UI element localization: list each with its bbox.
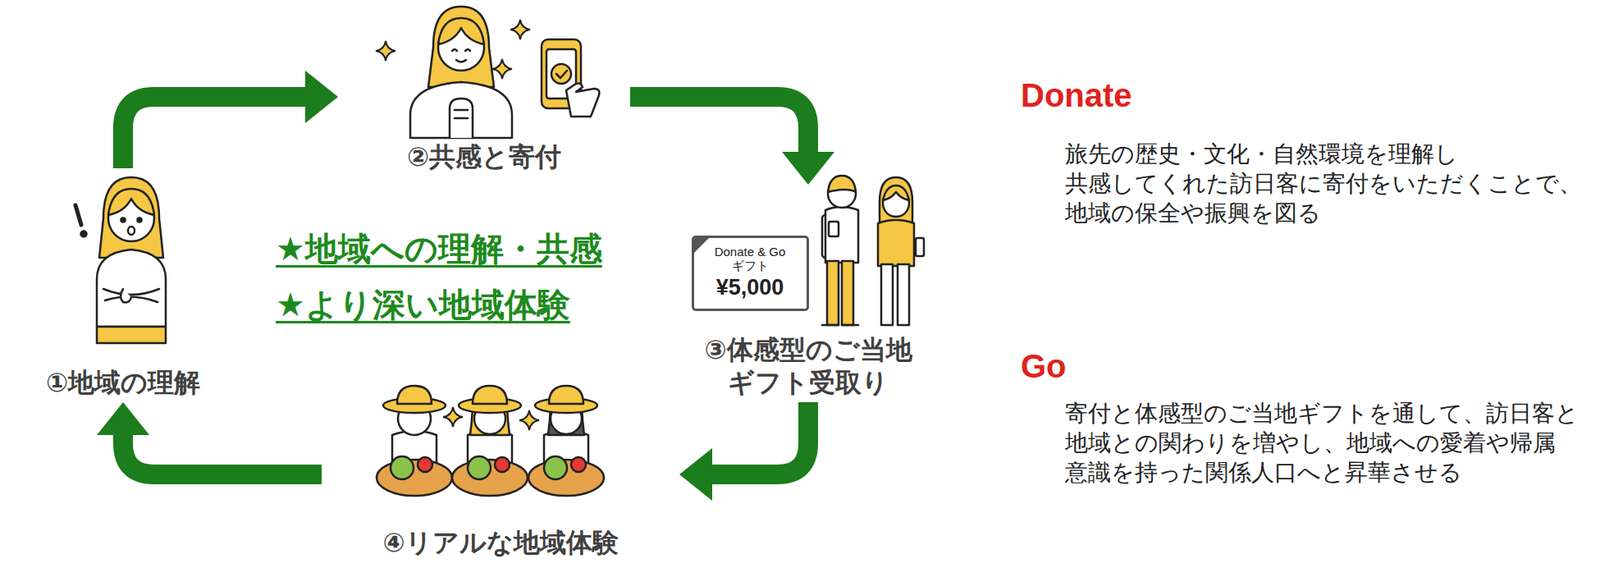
arrow-line bbox=[710, 402, 809, 475]
cycle-arrow bbox=[123, 70, 339, 169]
cycle-arrow bbox=[630, 96, 835, 185]
step-node: ①地域の理解 bbox=[18, 168, 229, 403]
arrow-line bbox=[123, 433, 322, 475]
arrow-head bbox=[305, 70, 339, 124]
arrow-head bbox=[781, 151, 835, 185]
card-corner bbox=[694, 237, 709, 253]
card-title: Donate & Go ギフト bbox=[708, 244, 791, 274]
section-body: 寄付と体感型のご当地ギフトを通して、訪日客と 地域との関わりを増やし、地域への愛… bbox=[1065, 398, 1591, 488]
person-figure bbox=[410, 6, 599, 138]
section-heading: Donate bbox=[1020, 77, 1133, 115]
card-amount: ¥5,000 bbox=[694, 274, 807, 301]
farmer-figures bbox=[376, 385, 604, 496]
section-body: 旅先の歴史・文化・自然環境を理解し 共感してくれた訪日客に寄付をいただくことで、… bbox=[1065, 139, 1591, 229]
step-node: ④リアルな地域体験 bbox=[321, 373, 680, 563]
arrow-line bbox=[630, 96, 809, 154]
step-node: ②共感と寄付 bbox=[338, 0, 631, 177]
cycle-arrow bbox=[679, 402, 809, 501]
step-node: ③体感型のご当地 ギフト受取り Donate & Go ギフト¥5,000 bbox=[689, 184, 928, 403]
gift-card: Donate & Go ギフト¥5,000 bbox=[691, 235, 810, 311]
step-label: ①地域の理解 bbox=[18, 365, 229, 399]
traveler-figures bbox=[822, 175, 924, 325]
person-figure bbox=[75, 177, 166, 343]
theme-text: ★地域への理解・共感 bbox=[275, 226, 603, 272]
theme-text: ★より深い地域体験 bbox=[275, 282, 571, 328]
arrow-head bbox=[96, 402, 150, 435]
step-label: ③体感型のご当地 ギフト受取り bbox=[694, 333, 921, 399]
card-corner bbox=[694, 237, 713, 256]
arrow-line bbox=[123, 96, 307, 169]
cycle-arrow bbox=[96, 402, 322, 475]
step-label: ②共感と寄付 bbox=[338, 140, 631, 174]
arrow-head bbox=[679, 448, 713, 501]
step-label: ④リアルな地域体験 bbox=[321, 525, 680, 559]
section-heading: Go bbox=[1020, 347, 1067, 385]
